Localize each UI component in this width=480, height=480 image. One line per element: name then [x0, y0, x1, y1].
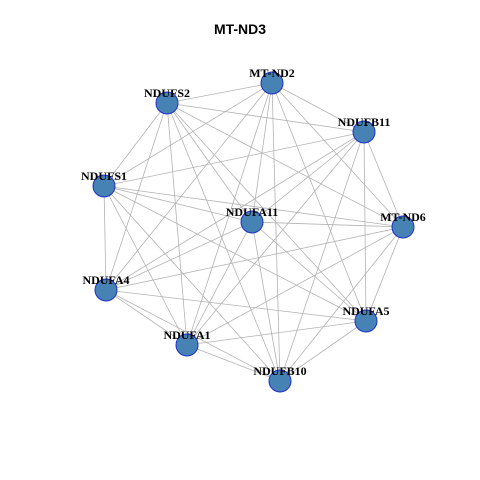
edge-ndufa1-ndufa11: [186, 221, 253, 346]
edge-ndufb10-ndufa1: [186, 344, 281, 382]
node-circle-ndufs1: [92, 174, 116, 198]
figure-title: MT-ND3: [213, 21, 267, 37]
node-ndufb11: NDUFB11: [338, 115, 391, 144]
edge-mt-nd6-ndufa5: [365, 226, 404, 322]
node-ndufb10: NDUFB10: [253, 364, 307, 393]
edge-mt-nd6-ndufb10: [279, 226, 404, 382]
node-circle-ndufa4: [94, 278, 118, 302]
node-circle-ndufa5: [354, 309, 378, 333]
edge-ndufb10-ndufs1: [103, 185, 281, 382]
edge-ndufa4-ndufa11: [105, 221, 253, 291]
node-label-ndufa4: NDUFA4: [82, 273, 129, 287]
edge-ndufa4-ndufs2: [105, 102, 168, 291]
edge-ndufa5-ndufa4: [105, 289, 367, 322]
edge-mt-nd2-ndufb11: [271, 82, 365, 133]
node-label-mt-nd6: MT-ND6: [380, 210, 426, 224]
edge-mt-nd2-mt-nd6: [271, 82, 404, 228]
node-ndufs1: NDUFS1: [81, 169, 127, 198]
edge-ndufb11-ndufb10: [279, 131, 365, 382]
node-ndufa5: NDUFA5: [342, 304, 390, 333]
edge-ndufa5-ndufs2: [166, 102, 367, 322]
edge-ndufa1-ndufa4: [105, 289, 188, 346]
node-label-ndufs1: NDUFS1: [81, 169, 127, 183]
edge-ndufb11-ndufs2: [166, 102, 365, 133]
edge-mt-nd6-ndufs1: [103, 185, 404, 228]
edge-ndufb10-ndufs2: [166, 102, 281, 382]
node-circle-mt-nd6: [391, 215, 415, 239]
node-label-mt-nd2: MT-ND2: [249, 66, 295, 80]
edge-ndufb11-ndufa5: [363, 131, 367, 322]
node-circle-ndufa11: [240, 210, 264, 234]
edge-ndufs2-ndufa11: [166, 102, 253, 223]
node-label-ndufa5: NDUFA5: [342, 304, 389, 318]
edge-layer: [103, 82, 404, 382]
node-label-ndufa11: NDUFA11: [226, 205, 278, 219]
node-ndufa4: NDUFA4: [82, 273, 130, 302]
edge-ndufb11-ndufa4: [105, 131, 365, 291]
edge-ndufa5-ndufa11: [251, 221, 367, 322]
node-circle-ndufa1: [175, 333, 199, 357]
node-ndufa1: NDUFA1: [163, 328, 211, 357]
node-ndufs2: NDUFS2: [144, 86, 190, 115]
node-label-ndufa1: NDUFA1: [163, 328, 210, 342]
edge-ndufb11-ndufa1: [186, 131, 365, 346]
node-ndufa11: NDUFA11: [226, 205, 278, 234]
node-mt-nd6: MT-ND6: [380, 210, 426, 239]
edge-mt-nd2-ndufs2: [166, 82, 273, 104]
node-circle-ndufb11: [352, 120, 376, 144]
edge-ndufa5-ndufa1: [186, 320, 367, 346]
edge-mt-nd6-ndufa1: [186, 226, 404, 346]
edge-ndufs1-ndufa11: [103, 185, 253, 223]
edge-ndufs1-ndufs2: [103, 102, 168, 187]
edge-mt-nd2-ndufa5: [271, 82, 367, 322]
node-label-ndufb11: NDUFB11: [338, 115, 391, 129]
edge-mt-nd6-ndufa11: [251, 221, 404, 228]
node-label-ndufs2: NDUFS2: [144, 86, 190, 100]
edge-mt-nd6-ndufs2: [166, 102, 404, 228]
edge-mt-nd2-ndufb10: [271, 82, 281, 382]
edge-ndufb10-ndufa11: [251, 221, 281, 382]
edge-ndufb11-ndufs1: [103, 131, 365, 187]
node-circle-ndufs2: [155, 91, 179, 115]
edge-mt-nd2-ndufs1: [103, 82, 273, 187]
node-circle-ndufb10: [268, 369, 292, 393]
node-circle-mt-nd2: [260, 71, 284, 95]
edge-mt-nd2-ndufa4: [105, 82, 273, 291]
edge-ndufa4-ndufs1: [103, 185, 107, 291]
node-label-ndufb10: NDUFB10: [253, 364, 306, 378]
edge-ndufa1-ndufs2: [166, 102, 188, 346]
edge-mt-nd6-ndufa4: [105, 226, 404, 291]
edge-ndufb11-mt-nd6: [363, 131, 404, 228]
edge-ndufa5-ndufb10: [279, 320, 367, 382]
node-mt-nd2: MT-ND2: [249, 66, 295, 95]
edge-ndufa1-ndufs1: [103, 185, 188, 346]
